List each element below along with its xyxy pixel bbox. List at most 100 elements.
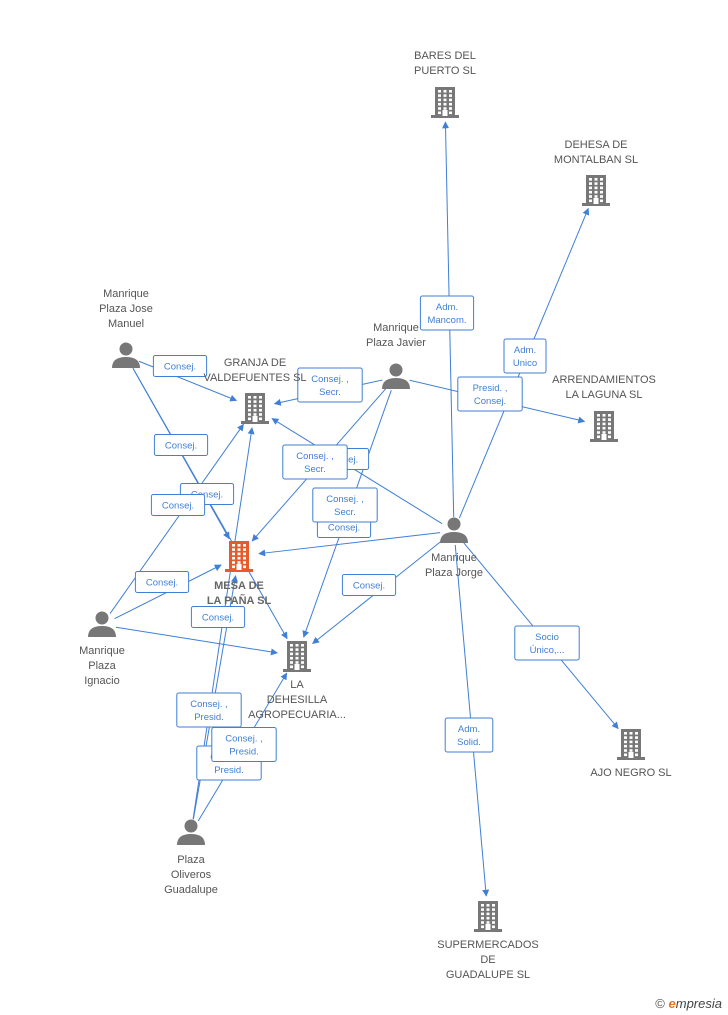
building-window (243, 548, 246, 551)
building-window (438, 98, 441, 102)
building-window (243, 556, 246, 560)
building-window (443, 107, 447, 110)
relation-tag[interactable]: Consej. ,Presid. (176, 692, 242, 728)
building-window (600, 195, 603, 198)
relation-tag-box (503, 338, 547, 374)
building-window (253, 396, 257, 399)
building-window (290, 665, 293, 669)
node-label: PUERTO SL (414, 65, 476, 77)
relation-tag[interactable]: Consej. ,Secr. (282, 444, 348, 480)
building-window (594, 182, 598, 185)
node-label: Manrique (373, 322, 419, 334)
building-window (486, 921, 490, 924)
building-window (597, 435, 600, 439)
node-label: Plaza (88, 660, 116, 672)
relation-tag[interactable]: Consej. ,Secr. (312, 487, 378, 523)
building-window (608, 431, 611, 434)
building-window (481, 912, 484, 916)
company-node-dehesilla[interactable]: LADEHESILLAAGROPECUARIA... (248, 641, 346, 721)
relation-tag[interactable]: Consej. ,Secr. (297, 367, 363, 403)
building-window (492, 925, 495, 929)
building-icon (241, 393, 269, 424)
building-window (594, 195, 598, 198)
building-base (474, 929, 502, 932)
relation-tag-text: Secr. (319, 387, 341, 398)
building-window (589, 178, 592, 181)
company-node-bares[interactable]: BARES DEL PUERTO SL (414, 50, 476, 118)
relation-tag-box (176, 692, 242, 728)
relation-tag[interactable]: Presid. ,Consej. (457, 376, 523, 412)
building-icon (225, 541, 253, 572)
building-window (449, 90, 452, 93)
building-window (248, 404, 251, 408)
company-node-ajo[interactable]: AJO NEGRO SL (590, 729, 672, 779)
building-window (481, 904, 484, 907)
relation-tag-box (211, 727, 277, 762)
brand-name: mpresia (675, 996, 722, 1011)
relation-tag[interactable]: Consej. (150, 494, 206, 516)
building-window (449, 107, 452, 110)
building-window (295, 656, 299, 660)
relation-tag-box (514, 625, 580, 661)
building-icon (283, 641, 311, 672)
building-window (259, 404, 262, 408)
relation-tag[interactable]: Consej. (153, 434, 209, 456)
building-window (443, 90, 447, 93)
node-label: ARRENDAMIENTOS (552, 374, 656, 386)
relation-edge-ignacio-dehesilla (115, 626, 278, 656)
building-base (590, 439, 618, 442)
building-window (259, 396, 262, 399)
relation-tag[interactable]: Consej. (152, 355, 208, 377)
node-label: VALDEFUENTES SL (203, 372, 306, 384)
relation-tag-text: Consej. (328, 523, 360, 534)
relation-tag-text: Solid. (457, 737, 481, 748)
building-window (629, 744, 633, 748)
relation-tag-box (282, 444, 348, 480)
building-window (449, 111, 452, 115)
relation-tag[interactable]: Consej. ,Presid. (211, 727, 277, 762)
person-icon (88, 611, 116, 637)
relation-tag[interactable]: Adm.Mancom. (419, 295, 475, 331)
relation-tag[interactable]: Consej. (134, 571, 190, 593)
building-window (624, 744, 627, 748)
relation-tag[interactable]: Consej. (341, 574, 397, 596)
building-base (283, 669, 311, 672)
relation-tag-text: Presid. , (473, 383, 508, 394)
building-window (443, 94, 447, 97)
relation-tag[interactable]: Adm.Solid. (444, 717, 494, 753)
building-window (486, 912, 490, 916)
building-window (624, 749, 627, 752)
relation-tag[interactable]: Consej. (190, 606, 246, 628)
relation-tag-box (153, 434, 209, 456)
relation-tag[interactable]: Adm.Unico (503, 338, 547, 374)
building-window (290, 656, 293, 660)
building-window (629, 736, 633, 739)
building-window (486, 908, 490, 911)
building-window (589, 199, 592, 203)
building-window (253, 408, 257, 412)
building-window (243, 565, 246, 569)
relation-tag-text: Consej. (162, 501, 194, 512)
building-window (635, 744, 638, 748)
relation-tag[interactable]: SocioÚnico,... (514, 625, 580, 661)
building-base (617, 757, 645, 760)
relation-tag-text: Consej. , (326, 494, 364, 505)
relation-tag-text: Socio (535, 632, 559, 643)
relation-edge-jorge-granja (271, 418, 443, 525)
relation-tag-text: Presid. (229, 747, 259, 758)
person-head (184, 819, 198, 833)
building-window (600, 182, 603, 185)
node-label: BARES DEL (414, 50, 476, 62)
person-icon (112, 342, 140, 368)
building-window (589, 182, 592, 185)
